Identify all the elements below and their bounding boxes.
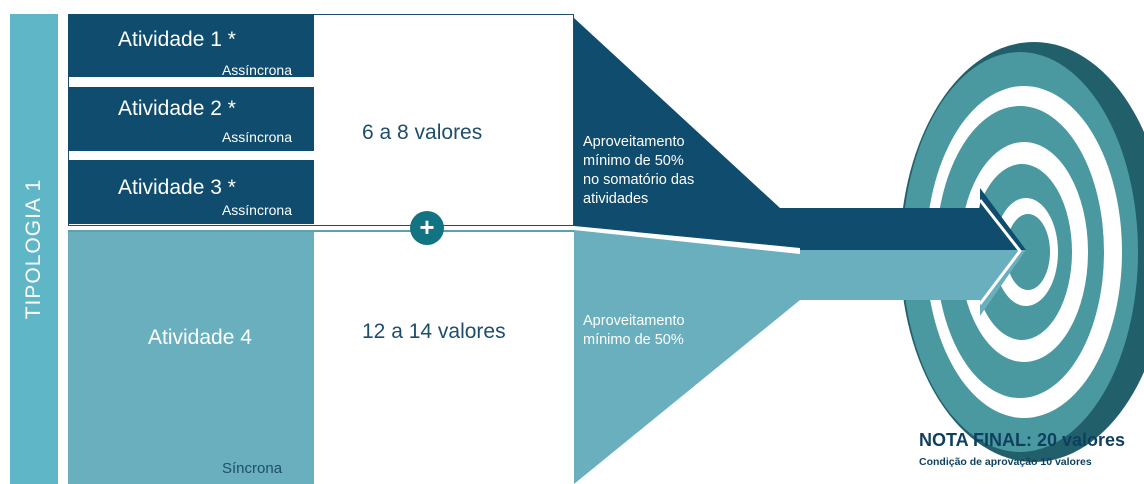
activity-4-box: Atividade 4 Síncrona — [68, 232, 314, 484]
sync-note: Aproveitamento mínimo de 50% — [583, 312, 685, 350]
activity-3-title: Atividade 3 * — [118, 176, 236, 199]
activity-2-mode: Assíncrona — [221, 129, 292, 145]
activity-2-title: Atividade 2 * — [118, 97, 236, 120]
async-funnel — [574, 18, 800, 248]
async-note-line: mínimo de 50% — [583, 153, 684, 169]
activity-1-box: Atividade 1 * Assíncrona — [68, 14, 314, 78]
arrow-icon — [800, 188, 1026, 316]
activity-3-box: Atividade 3 * Assíncrona — [68, 160, 314, 224]
async-note-line: no somatório das — [583, 172, 695, 188]
activity-1-title: Atividade 1 * — [118, 28, 236, 51]
async-note-line: atividades — [583, 191, 649, 207]
activity-4-mode: Síncrona — [222, 460, 283, 477]
approval-condition: Condição de aprovação 10 valores — [919, 456, 1092, 468]
typology-sidebar: TIPOLOGIA 1 — [10, 14, 58, 484]
async-note-line: Aproveitamento — [583, 134, 685, 150]
async-note: Aproveitamento mínimo de 50% no somatóri… — [583, 133, 694, 209]
activity-4-title: Atividade 4 — [148, 326, 252, 349]
sync-note-line: Aproveitamento — [583, 313, 685, 329]
sync-group-frame — [68, 230, 574, 484]
async-values: 6 a 8 valores — [362, 121, 483, 144]
typology-label: TIPOLOGIA 1 — [22, 178, 45, 320]
sync-note-line: mínimo de 50% — [583, 332, 684, 348]
activity-2-box: Atividade 2 * Assíncrona — [68, 87, 314, 151]
activity-3-mode: Assíncrona — [221, 202, 292, 218]
activity-1-mode: Assíncrona — [221, 62, 292, 78]
plus-icon: + — [410, 211, 444, 245]
sync-values: 12 a 14 valores — [362, 320, 506, 343]
final-grade: NOTA FINAL: 20 valores — [919, 430, 1126, 450]
